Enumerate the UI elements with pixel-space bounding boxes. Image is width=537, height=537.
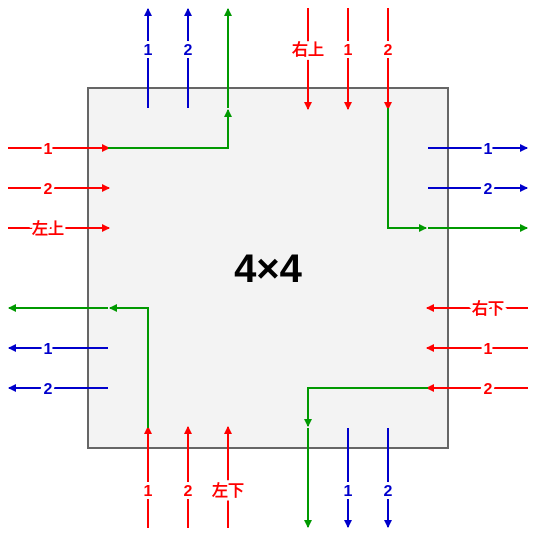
bottom-in-label-1: 1 [144, 483, 153, 500]
route-path-top-left [108, 109, 232, 149]
left-out-label-1: 1 [44, 341, 53, 358]
top-in-label-right-upper: 右上 [292, 40, 324, 59]
route-path-bottom-left [109, 304, 149, 428]
top-out-label-1: 1 [144, 42, 153, 59]
right-out-label-2: 2 [484, 181, 493, 198]
right-in-label-2: 2 [484, 381, 493, 398]
left-in-label-1: 1 [44, 141, 53, 158]
top-out-label-2: 2 [184, 42, 193, 59]
right-out-label-1: 1 [484, 141, 493, 158]
bottom-out-label-2: 2 [384, 483, 393, 500]
top-in-label-2: 2 [384, 42, 393, 59]
top-in-label-1: 1 [344, 42, 353, 59]
left-in-label-left-upper: 左上 [31, 219, 64, 238]
bottom-in-label-left-lower: 左下 [211, 481, 244, 500]
bottom-out-label-1: 1 [344, 483, 353, 500]
center-label: 4×4 [234, 247, 303, 291]
left-out-label-2: 2 [44, 381, 53, 398]
bottom-in-label-2: 2 [184, 483, 193, 500]
right-in-label-1: 1 [484, 341, 493, 358]
route-path-top-right [387, 108, 427, 232]
route-path-bottom-right [304, 387, 428, 427]
right-in-label-right-lower: 右下 [472, 299, 504, 318]
left-in-label-2: 2 [44, 181, 53, 198]
